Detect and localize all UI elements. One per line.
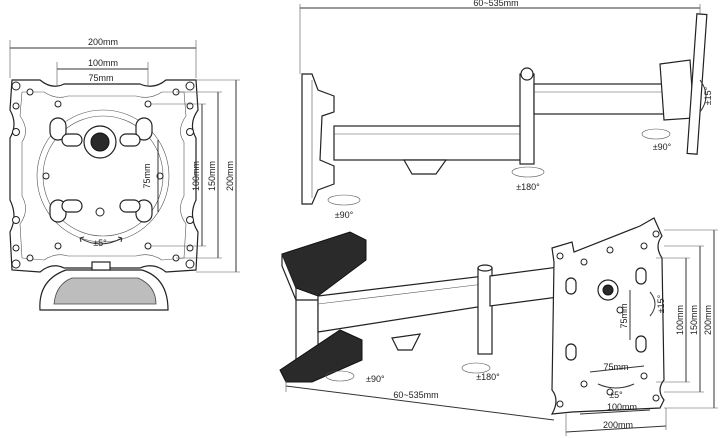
side-view: 60~535mm ±15° ±90° ±180° ±90° xyxy=(299,0,713,220)
front-height-200-label: 200mm xyxy=(225,161,235,191)
front-height-75-label: 75mm xyxy=(142,163,152,188)
iso-view: ±90° ±180° 60~535mm ±15° 75mm xyxy=(279,217,718,436)
iso-height-75-label: 75mm xyxy=(619,303,629,328)
iso-tilt-label: ±15° xyxy=(656,294,666,313)
front-height-100-label: 100mm xyxy=(191,161,201,191)
iso-vesa-plate xyxy=(550,217,665,415)
side-arm-2 xyxy=(533,83,675,115)
front-rotation-label: ±5° xyxy=(93,238,107,248)
front-width-75-label: 75mm xyxy=(88,73,113,83)
front-height-150-label: 150mm xyxy=(207,161,217,191)
iso-width-75-label: 75mm xyxy=(603,362,628,372)
front-width-100-label: 100mm xyxy=(88,58,118,68)
iso-swivel-mid-label: ±180° xyxy=(476,372,500,382)
side-vesa-plate xyxy=(686,13,708,155)
iso-height-100-label: 100mm xyxy=(675,305,685,335)
iso-rotation-label: ±5° xyxy=(609,390,623,400)
front-width-200-label: 200mm xyxy=(88,37,118,47)
side-wall-bracket xyxy=(301,73,335,205)
iso-height-200-label: 200mm xyxy=(703,305,713,335)
side-tilt-label: ±15° xyxy=(703,86,713,105)
side-arm-1 xyxy=(333,125,525,161)
iso-height-150-label: 150mm xyxy=(689,305,699,335)
iso-arm-1 xyxy=(317,275,485,333)
iso-width-100-label: 100mm xyxy=(607,402,637,412)
side-swivel-wall-label: ±90° xyxy=(335,210,354,220)
side-extension-label: 60~535mm xyxy=(473,0,518,8)
iso-extension-label: 60~535mm xyxy=(393,390,438,400)
side-swivel-head-label: ±90° xyxy=(653,142,672,152)
front-view: 200mm 100mm 75mm xyxy=(9,37,240,311)
side-swivel-mid-label: ±180° xyxy=(516,182,540,192)
iso-wall-bracket-bottom xyxy=(279,329,363,383)
iso-width-200-label: 200mm xyxy=(603,420,633,430)
iso-swivel-wall-label: ±90° xyxy=(366,374,385,384)
